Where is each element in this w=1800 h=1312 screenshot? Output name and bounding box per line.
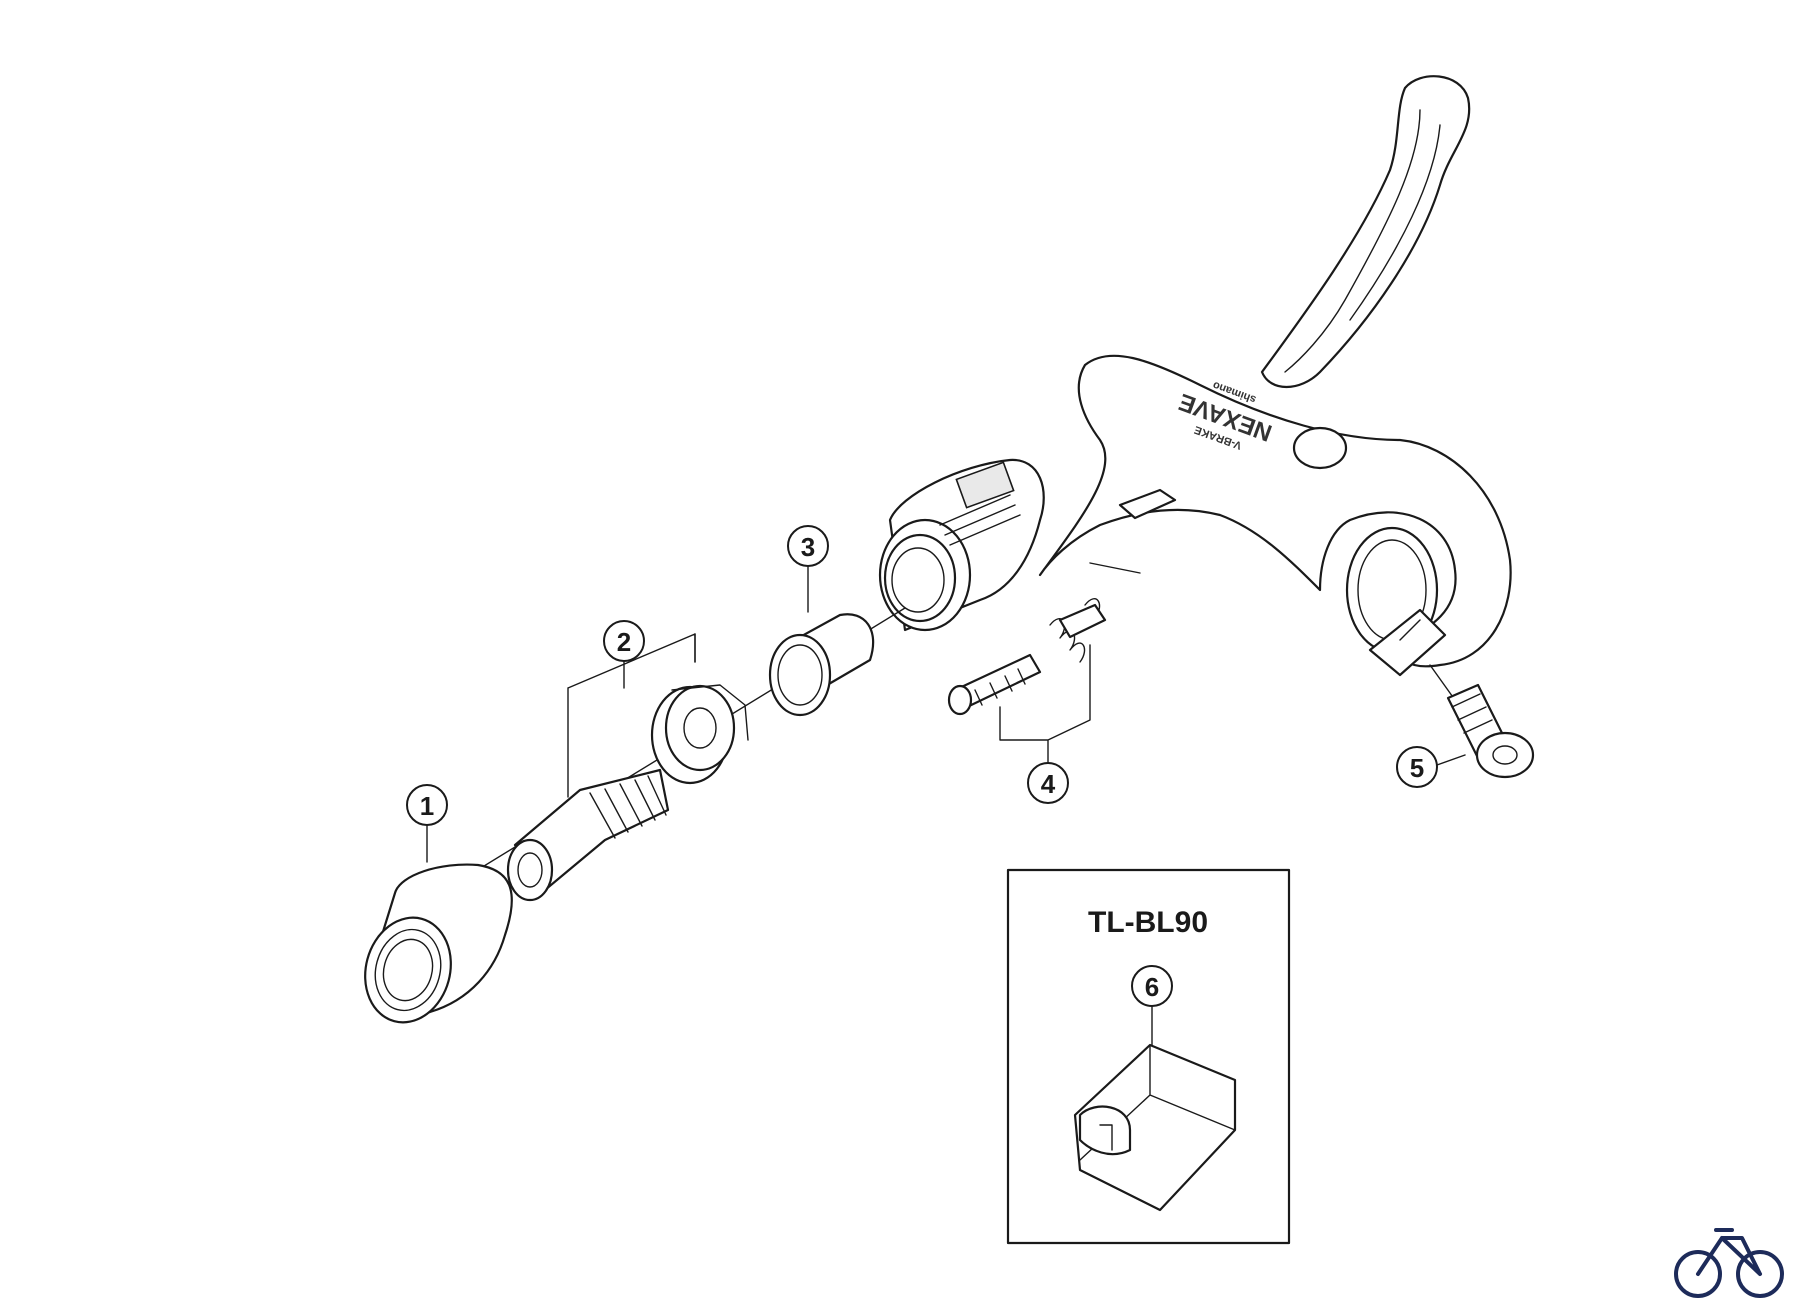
callout-circles: 1 2 3 4 5 6 (406, 525, 1438, 1007)
callout-4[interactable]: 4 (1027, 762, 1069, 804)
callout-2[interactable]: 2 (603, 620, 645, 662)
brake-lever-assembly: NEXAVE shimano V-BRAKE (878, 75, 1512, 677)
callout-5[interactable]: 5 (1396, 746, 1438, 788)
bicycle-icon (1674, 1228, 1784, 1298)
callout-5-label: 5 (1410, 753, 1424, 783)
callout-3[interactable]: 3 (787, 525, 829, 567)
part-1-cap (364, 863, 513, 1024)
screw-axis-line (1089, 562, 1141, 574)
tool-box-frame (1006, 868, 1291, 1245)
tool-box-title: TL-BL90 (1088, 906, 1208, 939)
tool-box: TL-BL90 (1006, 868, 1291, 1245)
callout-6-label: 6 (1145, 972, 1159, 1002)
callout-2-label: 2 (617, 627, 631, 657)
callout-6[interactable]: 6 (1131, 965, 1173, 1007)
callout-4-label: 4 (1041, 769, 1056, 799)
callout-1-label: 1 (420, 791, 434, 821)
part-5-clamp-bolt (1446, 683, 1535, 779)
callout-brackets (426, 566, 1466, 1051)
callout-1[interactable]: 1 (406, 784, 448, 826)
callout-3-label: 3 (801, 532, 815, 562)
bolt-axis-line (1429, 664, 1456, 701)
part-3-bushing (768, 613, 875, 717)
part-2-adjuster (506, 684, 749, 902)
part-4-screw-spring (947, 598, 1107, 716)
part-6-tool (1073, 1043, 1237, 1212)
